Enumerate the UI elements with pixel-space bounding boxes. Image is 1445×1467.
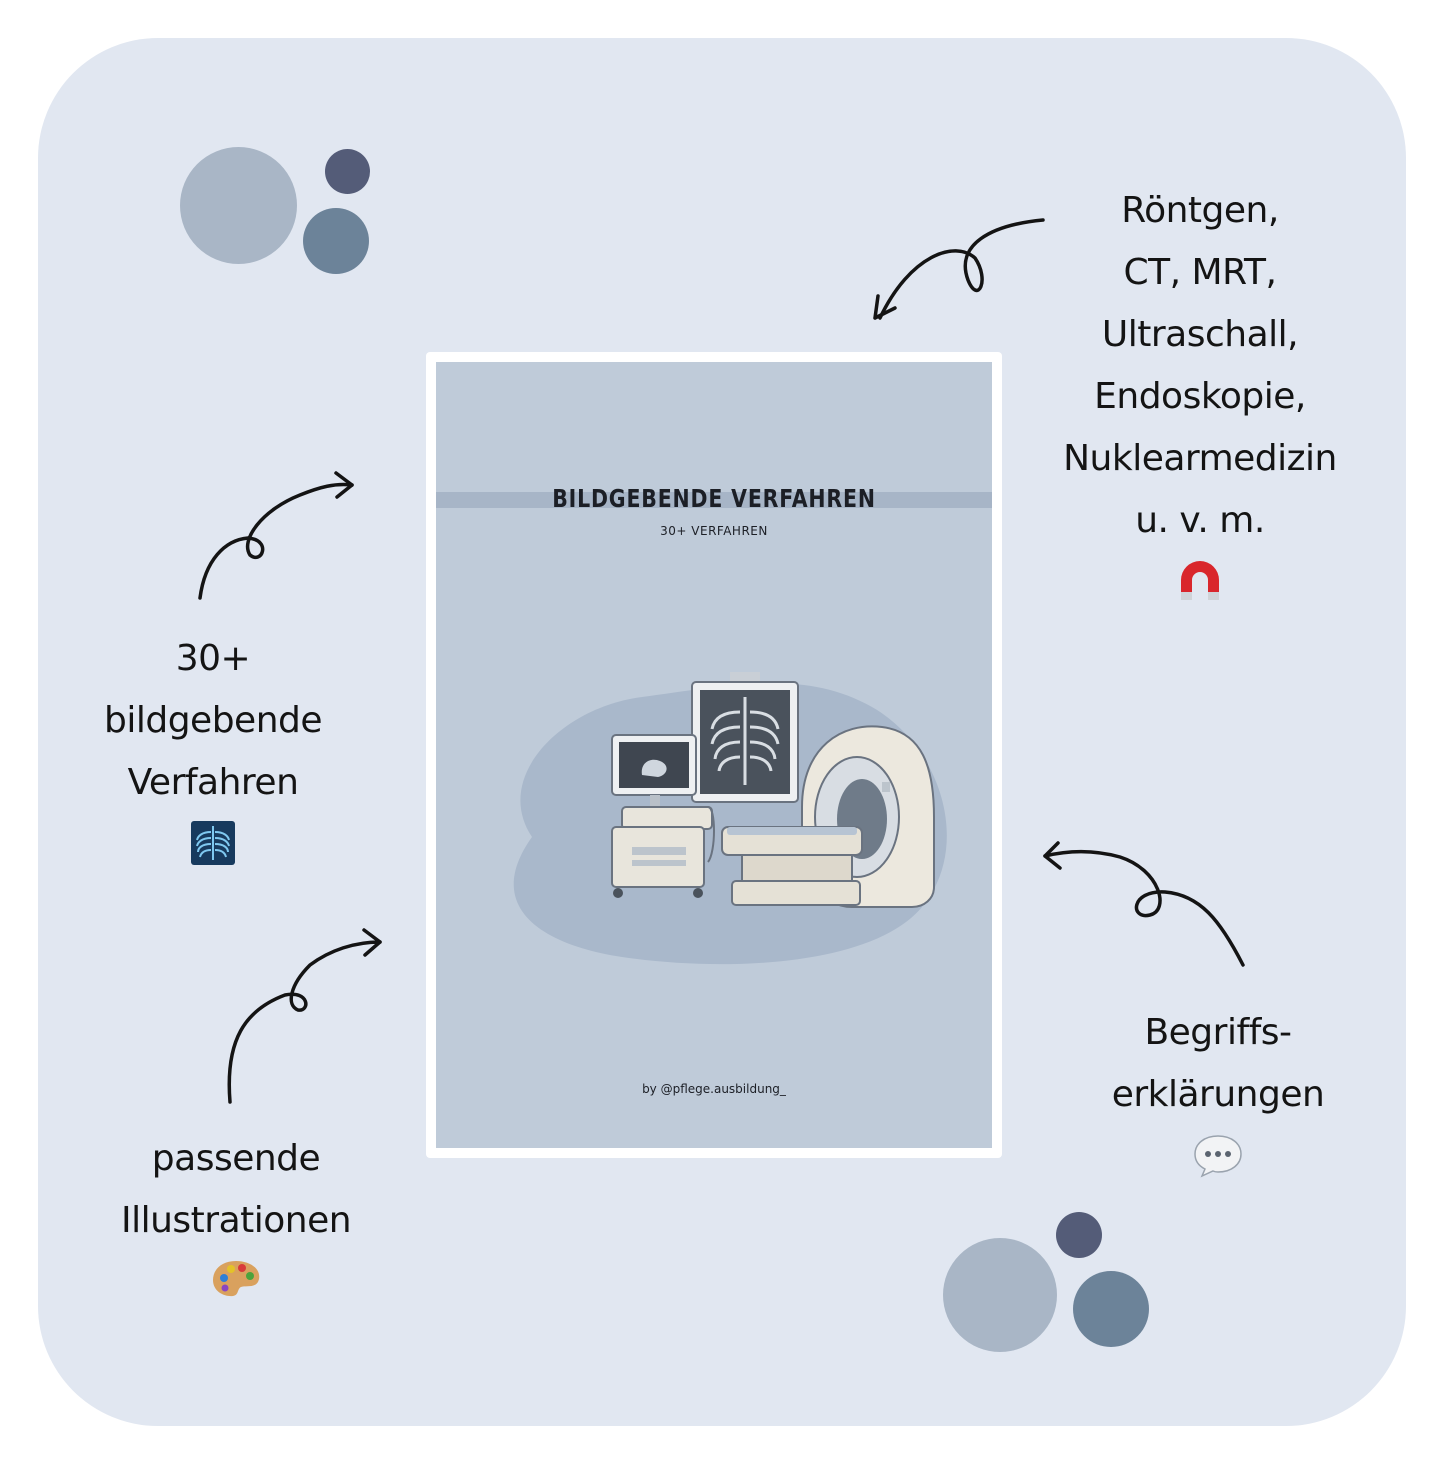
ultrasound-machine (611, 734, 715, 898)
decor-dot-small (325, 149, 370, 194)
speech-bubble-icon (1194, 1135, 1242, 1178)
callout-line: 30+ (175, 638, 251, 679)
callout-line: Nuklearmedizin (1063, 438, 1337, 479)
callout-illustrations: passende Illustrationen (100, 1128, 372, 1300)
callout-line: Verfahren (127, 762, 299, 803)
decor-dot-small (1056, 1212, 1102, 1258)
callout-terms: Begriffs- erklärungen (1090, 1002, 1346, 1178)
callout-line: Ultraschall, (1101, 314, 1299, 355)
decor-dot-large (943, 1238, 1057, 1352)
xray-icon (191, 821, 235, 865)
callout-count: 30+ bildgebende Verfahren (95, 628, 331, 866)
decor-dot-large (180, 147, 297, 264)
cover-title-band (436, 492, 992, 508)
mri-table (721, 826, 863, 906)
palette-icon (213, 1261, 260, 1297)
callout-line: u. v. m. (1135, 500, 1265, 541)
cover-author: by @pflege.ausbildung_ (642, 1082, 786, 1096)
callout-line: bildgebende (103, 700, 323, 741)
medical-imaging-illustration (513, 672, 947, 965)
magnet-icon (1181, 561, 1219, 600)
cover-title: BILDGEBENDE VERFAHREN (552, 484, 876, 513)
decor-dot-medium (1073, 1271, 1149, 1347)
callout-line: Endoskopie, (1094, 376, 1306, 417)
callout-line: erklärungen (1111, 1074, 1325, 1115)
book-cover: BILDGEBENDE VERFAHREN 30+ VERFAHREN (436, 362, 992, 1148)
decor-dot-medium (303, 208, 369, 274)
callout-line: passende (151, 1138, 321, 1179)
callout-line: CT, MRT, (1123, 252, 1277, 293)
callout-procedures: Röntgen, CT, MRT, Ultraschall, Endoskopi… (1040, 180, 1360, 604)
xray-monitor (691, 672, 799, 803)
callout-line: Begriffs- (1144, 1012, 1292, 1053)
callout-line: Röntgen, (1121, 190, 1279, 231)
cover-subtitle: 30+ VERFAHREN (660, 524, 768, 538)
callout-line: Illustrationen (120, 1200, 352, 1241)
